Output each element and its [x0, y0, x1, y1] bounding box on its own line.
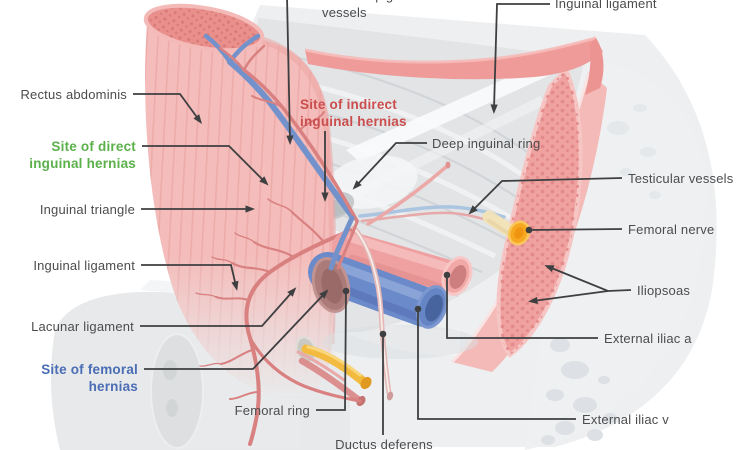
- iliopsoas-muscle: [450, 66, 607, 372]
- leader-lacunar-ligament: [140, 290, 294, 327]
- leader-external-iliac-v: [417, 309, 576, 420]
- leader-rectus-abdominis-arrow: [193, 114, 202, 125]
- leader-testicular-vessels: [471, 177, 623, 212]
- leader-site-of-femoral-hernias: [144, 292, 326, 370]
- ductus-deferens-art: [351, 225, 394, 401]
- leader-inguinal-ligament-left-arrow: [231, 280, 239, 291]
- femoral-bundle: [248, 336, 372, 407]
- leader-inguinal-ligament-top-arrow: [490, 104, 498, 114]
- leader-site-of-femoral-hernias-arrow: [319, 289, 329, 299]
- leader-site-of-direct-inguinal-hernias-arrow: [259, 176, 269, 186]
- leader-iliopsoas-b: [532, 290, 609, 302]
- leader-testicular-vessels-arrow: [468, 205, 478, 215]
- leader-iliopsoas: [548, 266, 632, 292]
- leader-rectus-abdominis: [133, 93, 200, 121]
- leader-deep-inguinal-ring: [355, 142, 427, 187]
- vessels-over-vein: [328, 215, 359, 271]
- leader-deep-inguinal-ring-arrow: [352, 180, 362, 190]
- leader-external-iliac-v-dot: [414, 305, 422, 313]
- leader-inguinal-triangle-arrow: [245, 205, 255, 213]
- leader-external-iliac-a: [446, 275, 598, 339]
- leader-inferior-epigastric-vessels-arrow: [286, 135, 294, 145]
- leader-inguinal-ligament-top: [493, 3, 550, 110]
- leader-inferior-epigastric-vessels: [286, 0, 291, 141]
- leader-inguinal-ligament-left: [141, 264, 237, 287]
- leader-iliopsoas-arrow: [544, 265, 555, 273]
- leader-ductus-deferens-dot: [379, 330, 387, 338]
- leader-femoral-nerve-dot: [525, 226, 533, 234]
- leader-lacunar-ligament-arrow: [287, 287, 297, 297]
- leader-iliopsoas-b-arrow: [528, 296, 538, 304]
- external-iliac-artery: [332, 231, 473, 296]
- femoral-nerve-art: [482, 210, 531, 246]
- leader-site-of-indirect-inguinal-hernias-arrow: [321, 192, 329, 202]
- leader-site-of-direct-inguinal-hernias: [142, 145, 266, 183]
- leader-femoral-nerve: [528, 228, 623, 231]
- femoral-ring-stump: [311, 256, 351, 314]
- inguinal-ligament-band: [304, 36, 604, 95]
- leader-femoral-ring: [316, 290, 347, 411]
- leader-external-iliac-a-dot: [443, 271, 451, 279]
- leader-femoral-ring-dot: [342, 287, 350, 295]
